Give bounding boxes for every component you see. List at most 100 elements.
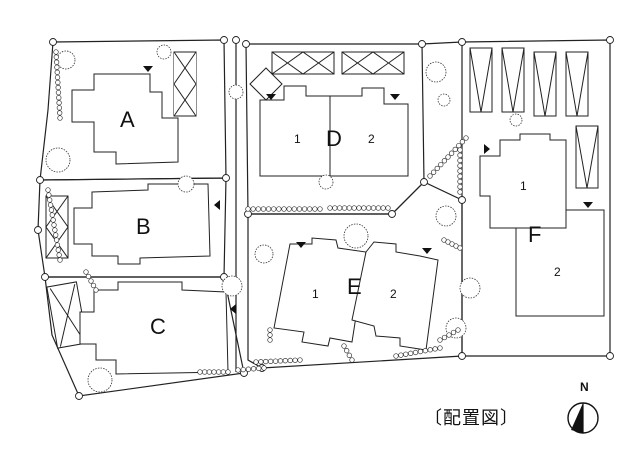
hedge-shrub (255, 206, 261, 212)
hedge-shrub (53, 237, 60, 243)
hedge-shrub (267, 337, 273, 343)
hedge-shrub (346, 205, 352, 211)
hedge-shrub (463, 135, 469, 141)
buildings (71, 73, 605, 375)
hedge-shrub (403, 351, 409, 357)
hedge-shrub (455, 327, 461, 333)
hedge-shrub (54, 64, 60, 70)
hedge-shrub (375, 205, 381, 211)
hedge-shrub (366, 205, 372, 211)
unit-label-d1: 1 (294, 132, 301, 146)
pole-marker (606, 36, 614, 44)
pole-marker (220, 36, 228, 44)
hedge-shrub (380, 205, 386, 211)
hedge-shrub (450, 329, 457, 336)
building-d2 (329, 87, 409, 177)
hedge-shrub (292, 357, 298, 363)
hedge-shrub (349, 357, 355, 363)
hedge-shrub (197, 369, 203, 375)
hedge-shrub (445, 154, 451, 160)
hedge-shrub (417, 348, 424, 355)
hedge-shrub (54, 69, 60, 75)
hedge-shrub (245, 206, 251, 212)
hedge-shrub (438, 161, 444, 168)
hedge-shrub (265, 206, 272, 212)
hedge-shrub (441, 158, 448, 164)
hedge-shrub (337, 205, 343, 211)
pole-marker (242, 40, 250, 48)
hedge-shrub (282, 358, 288, 364)
hedge-shrub (253, 359, 259, 365)
lot-label-d: D (326, 126, 342, 151)
hedge-shrub (457, 245, 463, 251)
pole-marker (49, 38, 57, 46)
building-b (73, 183, 211, 265)
pole-marker (458, 196, 466, 204)
hedge-shrub (256, 365, 262, 372)
parking-space-d3 (249, 67, 283, 101)
hedge-shrub (51, 222, 57, 228)
hedge-shrub (57, 110, 63, 116)
hedge-shrub (356, 205, 362, 211)
hedge-shrub (55, 79, 61, 86)
hedge-shrub (267, 327, 273, 333)
hedge-shrub (434, 165, 440, 172)
hedge-shrub (341, 205, 348, 211)
lot-label-a: A (120, 107, 135, 132)
hedge-shrub (250, 366, 257, 372)
building-f2 (515, 209, 605, 317)
hedge-shrub (57, 115, 63, 121)
hedge-shrub (307, 206, 313, 212)
pole-marker (36, 176, 44, 184)
parking-space-d2 (341, 51, 405, 75)
hedge-shrub (422, 348, 428, 354)
hedge-shrub (47, 202, 54, 208)
pole-marker (232, 36, 240, 44)
compass-icon (567, 402, 599, 434)
pole-marker (606, 352, 614, 360)
entrance-arrows (143, 66, 593, 314)
hedge-shrub (393, 353, 399, 359)
tree-icon (425, 61, 447, 83)
hedge-shrub (48, 207, 55, 213)
hedge-shrub (408, 350, 414, 356)
hedge-shrub (457, 147, 463, 153)
hedge-shrub (296, 206, 303, 212)
hedge-shrub (53, 49, 59, 55)
hedge-shrub (344, 348, 350, 354)
unit-label-e1: 1 (312, 287, 319, 301)
hedge-shrub (291, 206, 297, 212)
hedge-shrub (216, 369, 222, 375)
hedge-shrub (457, 178, 463, 185)
hedge-shrub (53, 59, 60, 65)
entrance-arrow-icon (583, 202, 593, 208)
tree-icon (87, 367, 113, 393)
hedge-shrub (90, 282, 97, 289)
hedge-shrub (437, 337, 443, 343)
hedge-shrub (49, 212, 55, 218)
hedge-shrub (50, 217, 56, 223)
hedge-shrub (250, 206, 256, 212)
unit-label-f1: 1 (520, 179, 527, 193)
entrance-arrow-icon (390, 94, 400, 100)
tree-icon (177, 175, 195, 193)
hedge-shrub (240, 366, 246, 373)
hedge-shrub (276, 206, 282, 212)
lot-labels: A B C D E F (120, 107, 541, 339)
tree-icon (56, 50, 76, 70)
hedge-shrub (327, 205, 333, 211)
hedge-shrub (312, 206, 318, 212)
hedge-shrub (56, 95, 62, 101)
unit-labels: 1 2 1 2 1 2 (294, 132, 561, 301)
unit-label-d2: 2 (368, 132, 375, 146)
hedge-shrub (225, 369, 231, 375)
hedge-shrub (346, 352, 352, 358)
tree-icon (343, 223, 369, 249)
pole-marker (388, 210, 396, 218)
hedge-shrub (47, 197, 53, 203)
pole-marker (75, 392, 83, 400)
hedge-shrub (370, 205, 377, 211)
pole-marker (222, 174, 230, 182)
parking-space-a (173, 51, 197, 117)
